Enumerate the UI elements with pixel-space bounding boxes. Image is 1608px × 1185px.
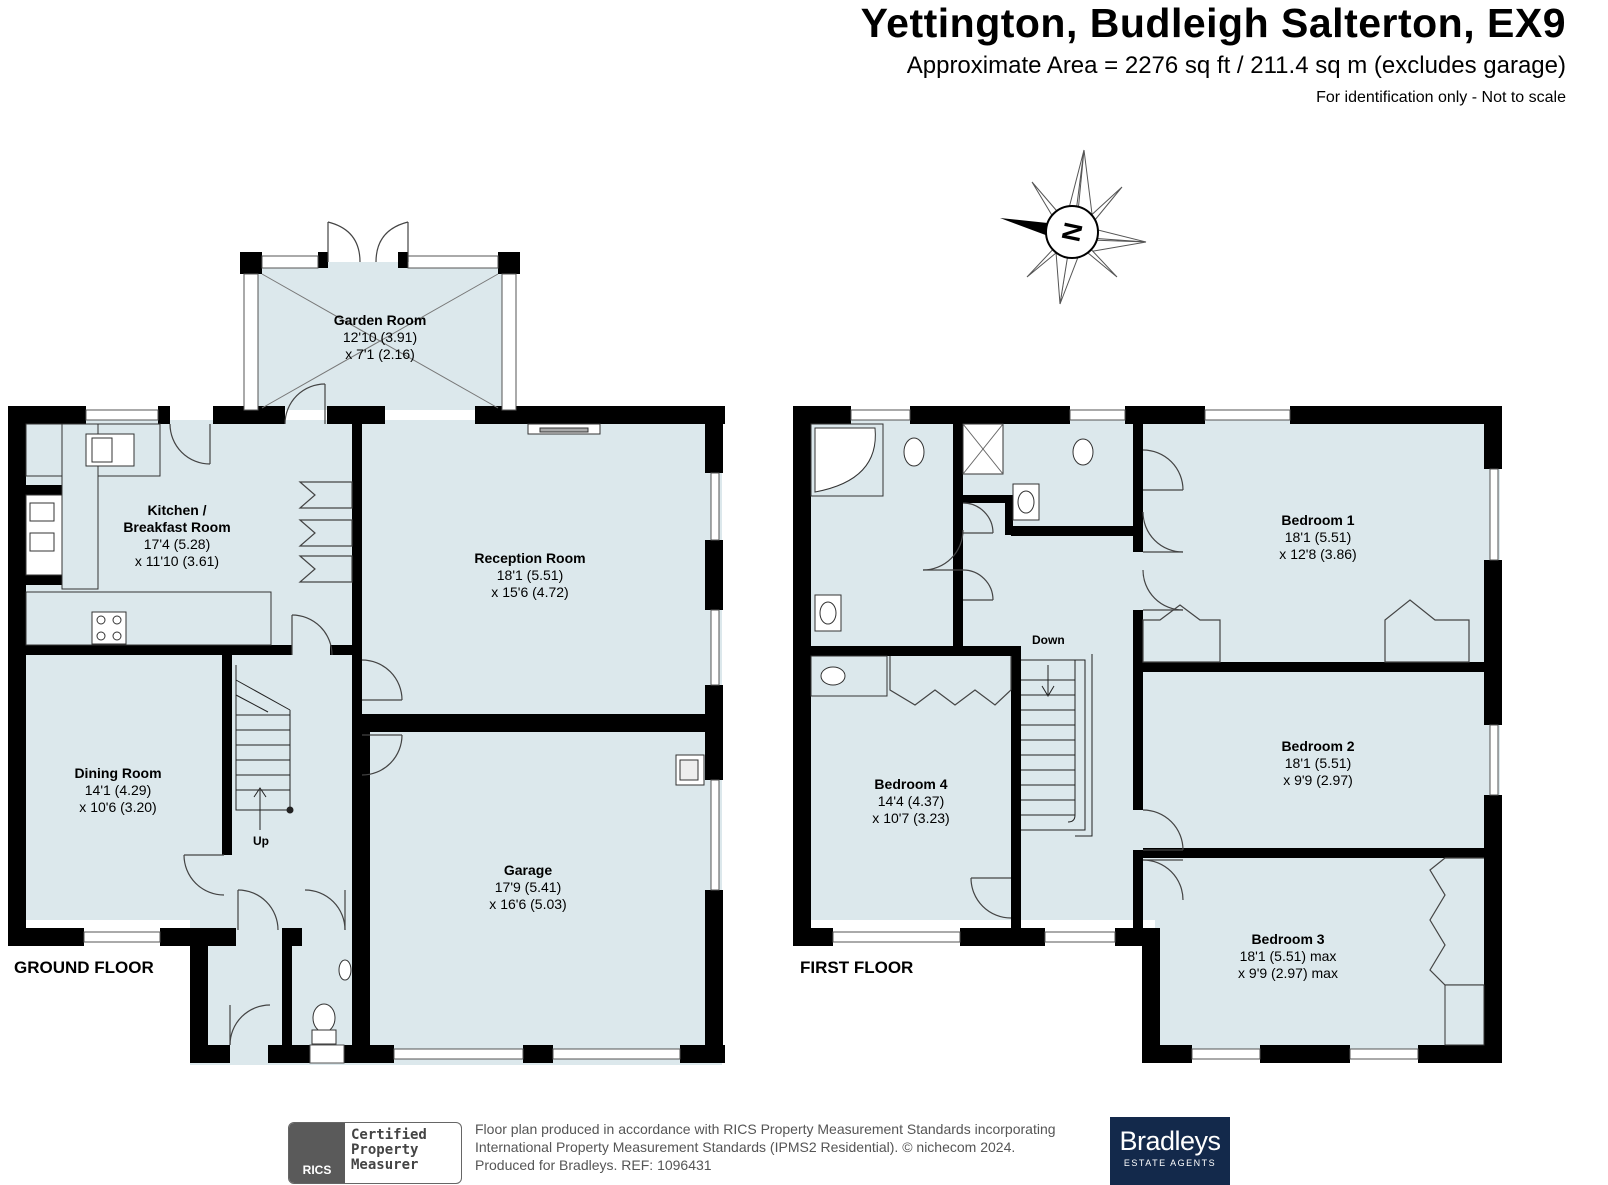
room-label-bedroom-4: Bedroom 4 14'4 (4.37) x 10'7 (3.23) — [872, 776, 950, 826]
page-title: Yettington, Budleigh Salterton, EX9 — [860, 0, 1566, 46]
room-label-kitchen: Kitchen / Breakfast Room 17'4 (5.28) x 1… — [123, 502, 231, 569]
room-label-garden-room: Garden Room 12'10 (3.91) x 7'1 (2.16) — [333, 312, 427, 362]
rics-certification-text: Certified Property Measurer — [351, 1127, 427, 1173]
room-label-dining-room: Dining Room 14'1 (4.29) x 10'6 (3.20) — [74, 765, 162, 815]
stairs-down-label: Down — [1032, 633, 1065, 647]
room-label-garage: Garage 17'9 (5.41) x 16'6 (5.03) — [489, 862, 567, 912]
room-label-reception-room: Reception Room 18'1 (5.51) x 15'6 (4.72) — [474, 550, 586, 600]
room-label-bedroom-3: Bedroom 3 18'1 (5.51) max x 9'9 (2.97) m… — [1238, 931, 1338, 981]
bradleys-logo: Bradleys ESTATE AGENTS — [1110, 1117, 1230, 1185]
room-label-bedroom-1: Bedroom 1 18'1 (5.51) x 12'8 (3.86) — [1279, 512, 1357, 562]
first-floor-plan — [793, 406, 1502, 1063]
footer-disclaimer: Floor plan produced in accordance with R… — [475, 1121, 1056, 1173]
garden-room-fill — [250, 262, 510, 410]
rics-certified-badge: RICS Certified Property Measurer — [288, 1122, 462, 1184]
rics-logo: RICS — [289, 1123, 345, 1183]
stairs-up-label: Up — [253, 834, 269, 848]
compass-rose-icon: N — [1000, 149, 1147, 305]
approximate-area: Approximate Area = 2276 sq ft / 211.4 sq… — [906, 52, 1566, 79]
disclaimer-note: For identification only - Not to scale — [1316, 89, 1566, 106]
first-floor-label: FIRST FLOOR — [800, 958, 914, 977]
room-label-bedroom-2: Bedroom 2 18'1 (5.51) x 9'9 (2.97) — [1281, 738, 1355, 788]
ground-floor-label: GROUND FLOOR — [14, 958, 154, 977]
ground-floor-plan — [0, 221, 725, 1070]
